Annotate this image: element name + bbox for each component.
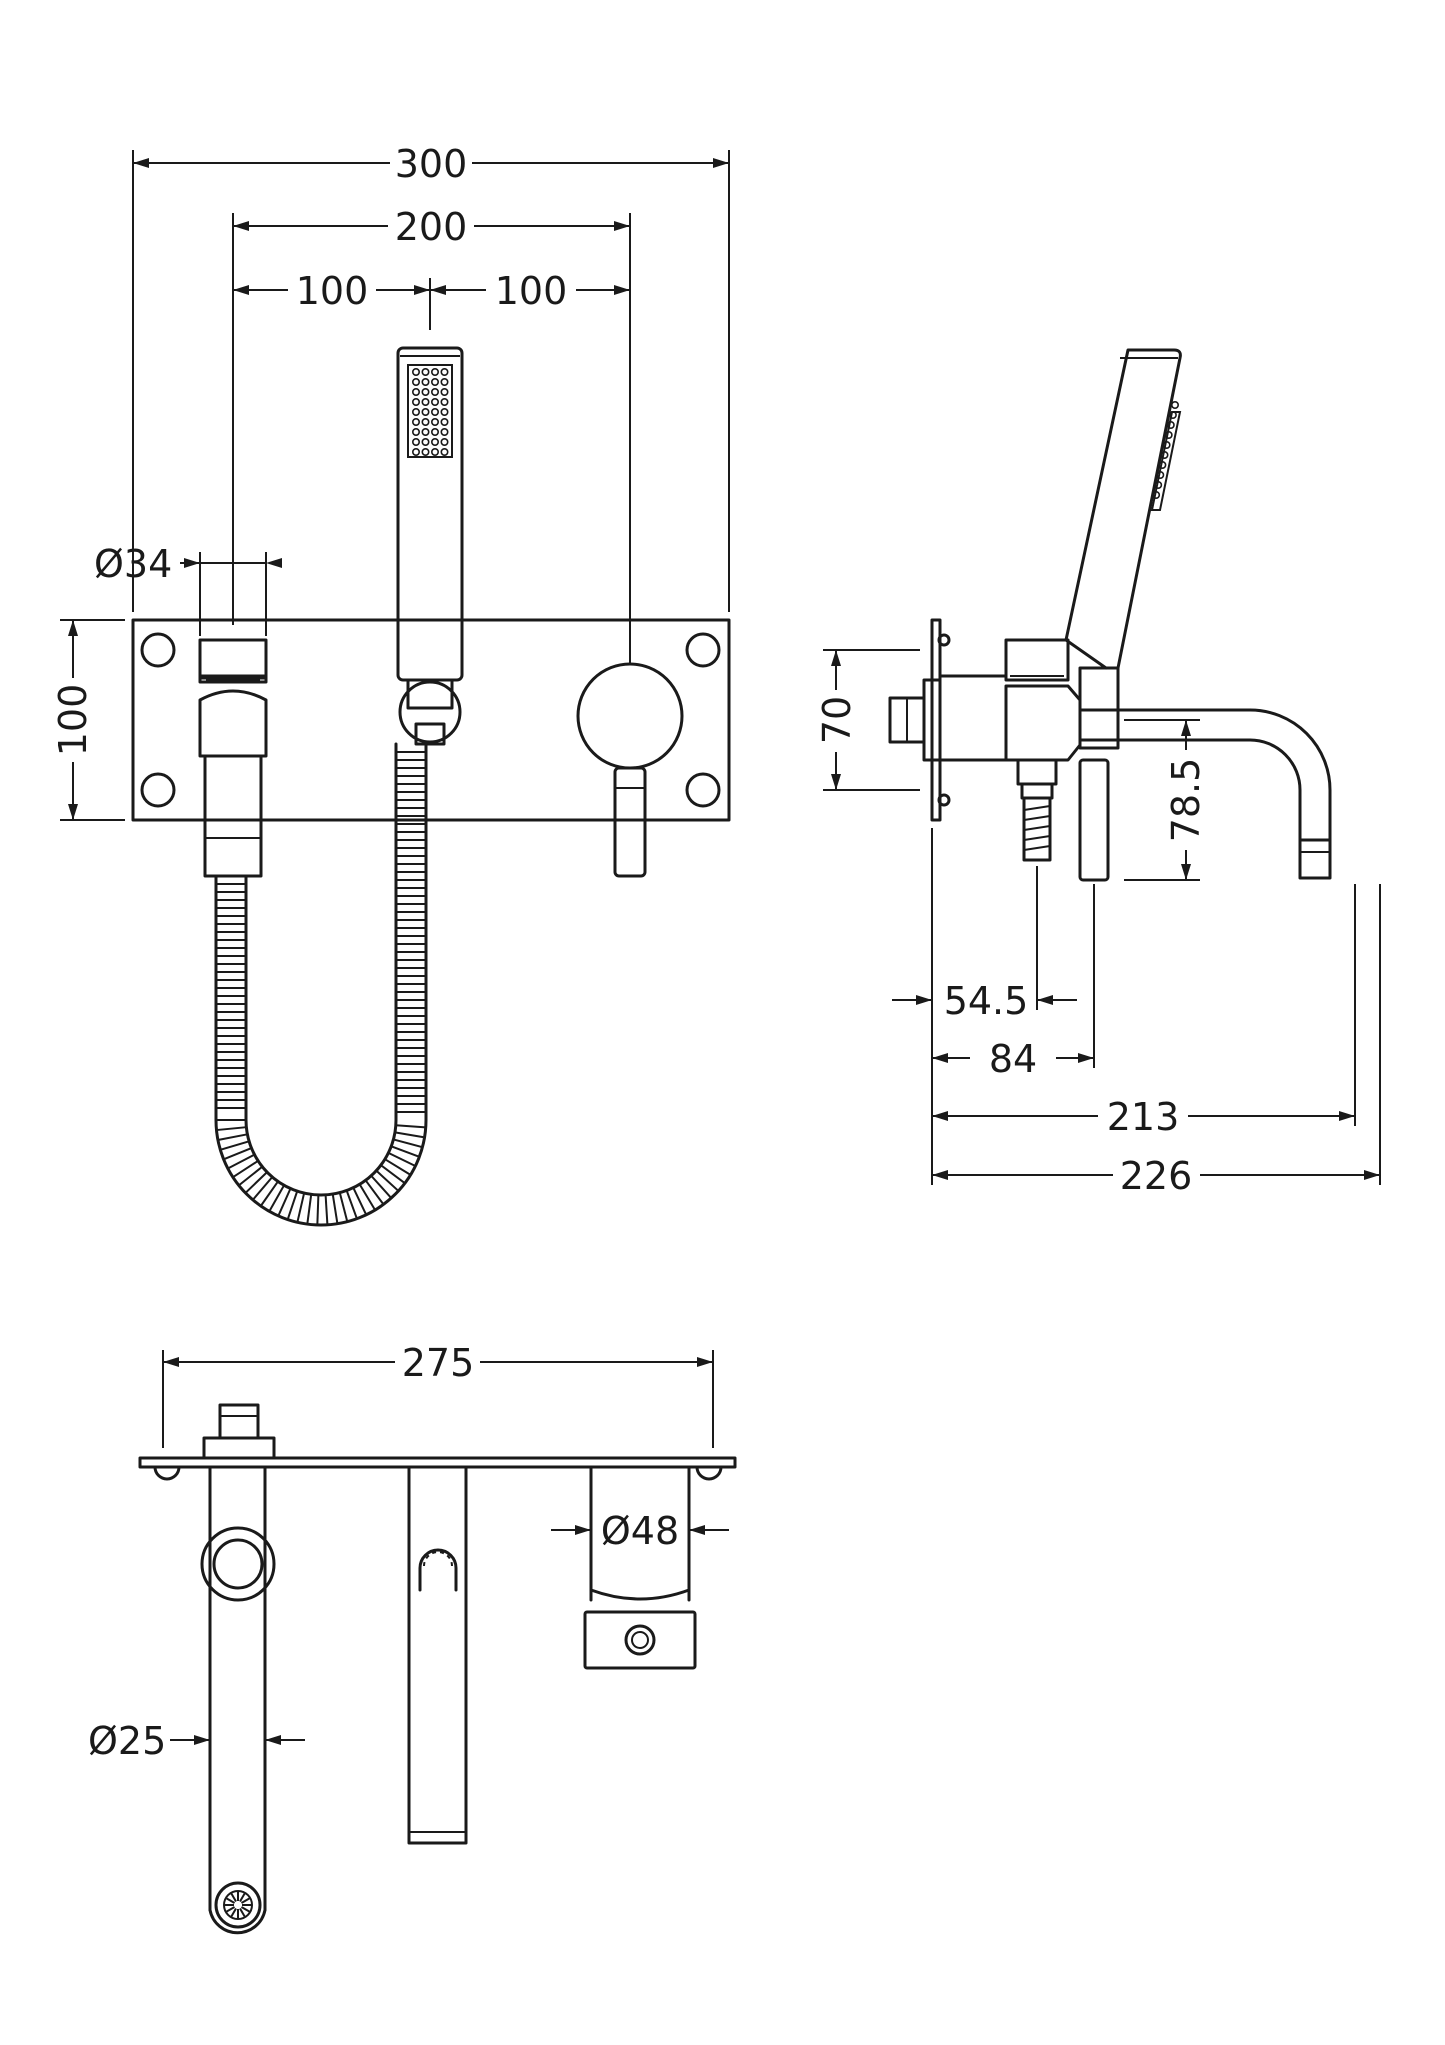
dim-right-half: 100 — [495, 269, 568, 313]
shower-hose — [214, 742, 428, 1227]
dim-handle-offset: 84 — [989, 1037, 1037, 1081]
inlet-connector — [888, 678, 942, 762]
dim-plate-height: 100 — [51, 684, 95, 757]
shower-holder — [198, 638, 268, 878]
top-dimensions: 275 Ø48 Ø25 — [88, 1341, 729, 1763]
dim-overall-depth: 226 — [1120, 1154, 1193, 1198]
side-dimensions: 70 78.5 54.5 84 — [815, 649, 1381, 1198]
side-hand-shower — [1064, 348, 1182, 670]
dim-body-height: 70 — [815, 696, 859, 744]
top-handle — [583, 1465, 697, 1670]
top-holder — [407, 1465, 468, 1845]
dim-overall-width: 300 — [395, 142, 468, 186]
top-view: 275 Ø48 Ø25 — [88, 1341, 737, 1935]
side-handle — [1078, 758, 1110, 882]
front-view: 300 200 100 100 — [51, 142, 731, 1227]
dim-spout-drop: 78.5 — [1164, 758, 1208, 843]
dim-spout-diameter: Ø25 — [88, 1719, 166, 1763]
hose-connector — [1016, 758, 1058, 862]
dim-left-half: 100 — [296, 269, 369, 313]
side-view: 70 78.5 54.5 84 — [815, 348, 1381, 1198]
side-valve-body — [938, 638, 1120, 762]
hand-shower — [396, 346, 464, 746]
dim-holder-diameter: Ø34 — [94, 542, 172, 586]
dim-inner-width: 200 — [395, 205, 468, 249]
dim-hose-offset: 54.5 — [944, 979, 1029, 1023]
fixing-holes — [140, 632, 721, 808]
side-spout — [1078, 708, 1332, 880]
dim-handle-diameter: Ø48 — [601, 1509, 679, 1553]
top-inlet — [202, 1403, 276, 1460]
wall-plate — [131, 618, 731, 822]
top-spout — [200, 1465, 276, 1935]
dim-plate-width: 275 — [402, 1341, 475, 1385]
dim-spout-reach: 213 — [1107, 1095, 1180, 1139]
front-dimensions: 300 200 100 100 — [51, 142, 730, 821]
mixer-valve — [576, 662, 684, 878]
